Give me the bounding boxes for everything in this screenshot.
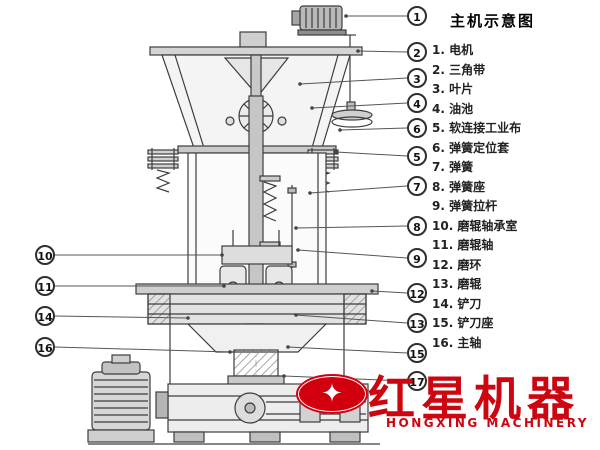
legend-title: 主机示意图 bbox=[450, 12, 536, 30]
brand-name: 红星机器 bbox=[368, 372, 580, 427]
legend-item-5: 5. 软连接工业布 bbox=[432, 121, 522, 135]
callout-9: 9 bbox=[407, 248, 427, 268]
callout-17: 17 bbox=[407, 371, 427, 391]
legend-item-4: 4. 油池 bbox=[432, 101, 474, 116]
callout-10: 10 bbox=[35, 245, 55, 265]
legend-item-2: 2. 三角带 bbox=[432, 62, 486, 77]
legend-item-3: 3. 叶片 bbox=[432, 82, 474, 96]
callout-14: 14 bbox=[35, 306, 55, 326]
callout-5: 5 bbox=[407, 146, 427, 166]
callout-2: 2 bbox=[407, 42, 427, 62]
legend-item-15: 15. 铲刀座 bbox=[432, 316, 494, 330]
callout-7: 7 bbox=[407, 176, 427, 196]
brand-watermark: ✦ 红星机器 HONGXING MACHINERY bbox=[292, 364, 600, 446]
callout-4: 4 bbox=[407, 93, 427, 113]
legend-item-7: 7. 弹簧 bbox=[432, 160, 474, 174]
legend-item-6: 6. 弹簧定位套 bbox=[432, 140, 510, 155]
legend-item-10: 10. 磨辊轴承室 bbox=[432, 218, 518, 233]
callout-11: 11 bbox=[35, 276, 55, 296]
legend-item-16: 16. 主轴 bbox=[432, 335, 482, 350]
callout-16: 16 bbox=[35, 337, 55, 357]
legend-item-9: 9. 弹簧拉杆 bbox=[432, 199, 498, 213]
legend-panel: 主机示意图 1. 电机 2. 三角带 3. 叶片 4. 油池 5. 软连接工业布… bbox=[430, 6, 600, 353]
legend-item-1: 1. 电机 bbox=[432, 43, 474, 57]
callout-3: 3 bbox=[407, 68, 427, 88]
legend-item-14: 14. 铲刀 bbox=[432, 296, 482, 311]
brand-logo: ✦ bbox=[296, 374, 368, 414]
legend-item-11: 11. 磨辊轴 bbox=[432, 238, 494, 252]
legend-item-8: 8. 弹簧座 bbox=[432, 179, 486, 194]
legend-item-12: 12. 磨环 bbox=[432, 257, 482, 272]
brand-subtitle: HONGXING MACHINERY bbox=[386, 416, 589, 430]
callout-1: 1 bbox=[407, 6, 427, 26]
callout-13: 13 bbox=[407, 313, 427, 333]
legend-list: 1. 电机 2. 三角带 3. 叶片 4. 油池 5. 软连接工业布 6. 弹簧… bbox=[430, 41, 600, 353]
callout-6: 6 bbox=[407, 118, 427, 138]
star-icon: ✦ bbox=[321, 379, 343, 409]
callout-12: 12 bbox=[407, 283, 427, 303]
callout-8: 8 bbox=[407, 216, 427, 236]
legend-item-13: 13. 磨辊 bbox=[432, 277, 482, 291]
callout-15: 15 bbox=[407, 343, 427, 363]
